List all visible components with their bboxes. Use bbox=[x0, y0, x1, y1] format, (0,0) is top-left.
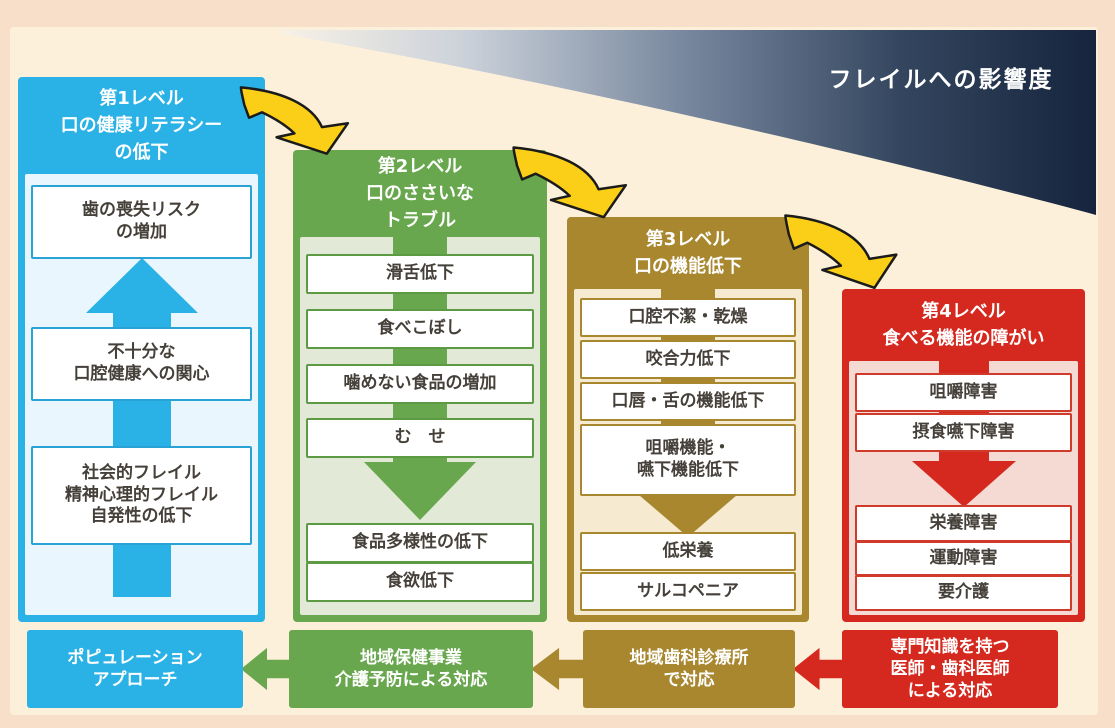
item-box: 咀嚼障害 bbox=[855, 373, 1072, 412]
item-box: 栄養障害 bbox=[855, 505, 1072, 542]
item-box: 食欲低下 bbox=[306, 562, 534, 602]
specialist-care-box: 専門知識を持つ 医師・歯科医師 による対応 bbox=[842, 630, 1058, 708]
item-box: 噛めない食品の増加 bbox=[306, 364, 534, 404]
level1-body: 歯の喪失リスク の増加 不十分な 口腔健康への関心 社会的フレイル 精神心理的フ… bbox=[25, 174, 258, 615]
cascade-arrow-icon bbox=[228, 85, 390, 163]
cascade-arrow-icon bbox=[500, 145, 670, 227]
cascade-arrow-icon bbox=[772, 213, 940, 298]
item-box: 要介護 bbox=[855, 575, 1072, 611]
item-box: む せ bbox=[306, 418, 534, 458]
level1-header: 第1レベル 口の健康リテラシー の低下 bbox=[60, 88, 223, 163]
item-box: 低栄養 bbox=[580, 532, 796, 571]
item-box: 食品多様性の低下 bbox=[306, 523, 534, 563]
level4-header: 第4レベル 食べる機能の障がい bbox=[882, 301, 1045, 349]
level3-body: 口腔不潔・乾燥 咬合力低下 口唇・舌の機能低下 咀嚼機能・ 嚥下機能低下 低栄養… bbox=[574, 289, 802, 615]
item-box: 咀嚼機能・ 嚥下機能低下 bbox=[580, 424, 796, 496]
level4-body: 咀嚼障害 摂食嚥下障害 栄養障害 運動障害 要介護 bbox=[849, 361, 1078, 615]
down-arrow-icon bbox=[632, 489, 744, 537]
population-approach-box: ポピュレーション アプローチ bbox=[27, 630, 243, 708]
item-box: 運動障害 bbox=[855, 541, 1072, 576]
item-box: 口腔不潔・乾燥 bbox=[580, 298, 796, 337]
level1-column: 第1レベル 口の健康リテラシー の低下 歯の喪失リスク の増加 不十分な 口腔健… bbox=[18, 77, 265, 622]
item-box: サルコペニア bbox=[580, 572, 796, 611]
level3-header: 第3レベル 口の機能低下 bbox=[634, 229, 742, 277]
left-arrow-icon bbox=[241, 647, 291, 691]
left-arrow-icon bbox=[793, 647, 844, 691]
item-box: 食べこぼし bbox=[306, 309, 534, 349]
level2-header: 第2レベル 口のささいな トラブル bbox=[366, 156, 474, 231]
left-arrow-icon bbox=[531, 647, 585, 691]
level4-column: 第4レベル 食べる機能の障がい 咀嚼障害 摂食嚥下障害 栄養障害 運動障害 要介… bbox=[842, 289, 1085, 622]
item-box: 不十分な 口腔健康への関心 bbox=[31, 327, 252, 401]
down-arrow-icon bbox=[911, 461, 1016, 507]
impact-axis-label: フレイルへの影響度 bbox=[828, 67, 1054, 93]
dental-clinic-box: 地域歯科診療所 で対応 bbox=[583, 630, 795, 708]
down-arrow-icon bbox=[364, 462, 476, 520]
level2-column: 第2レベル 口のささいな トラブル 滑舌低下 食べこぼし 噛めない食品の増加 む… bbox=[293, 150, 547, 622]
level3-column: 第3レベル 口の機能低下 口腔不潔・乾燥 咬合力低下 口唇・舌の機能低下 咀嚼機… bbox=[567, 217, 809, 622]
community-health-box: 地域保健事業 介護予防による対応 bbox=[289, 630, 533, 708]
item-box: 歯の喪失リスク の増加 bbox=[31, 185, 252, 259]
item-box: 摂食嚥下障害 bbox=[855, 413, 1072, 452]
up-arrow-icon bbox=[85, 258, 198, 313]
item-box: 滑舌低下 bbox=[306, 254, 534, 294]
item-box: 咬合力低下 bbox=[580, 340, 796, 379]
item-box: 社会的フレイル 精神心理的フレイル 自発性の低下 bbox=[31, 446, 252, 545]
item-box: 口唇・舌の機能低下 bbox=[580, 382, 796, 421]
level2-body: 滑舌低下 食べこぼし 噛めない食品の増加 む せ 食品多様性の低下 食欲低下 bbox=[300, 237, 540, 615]
